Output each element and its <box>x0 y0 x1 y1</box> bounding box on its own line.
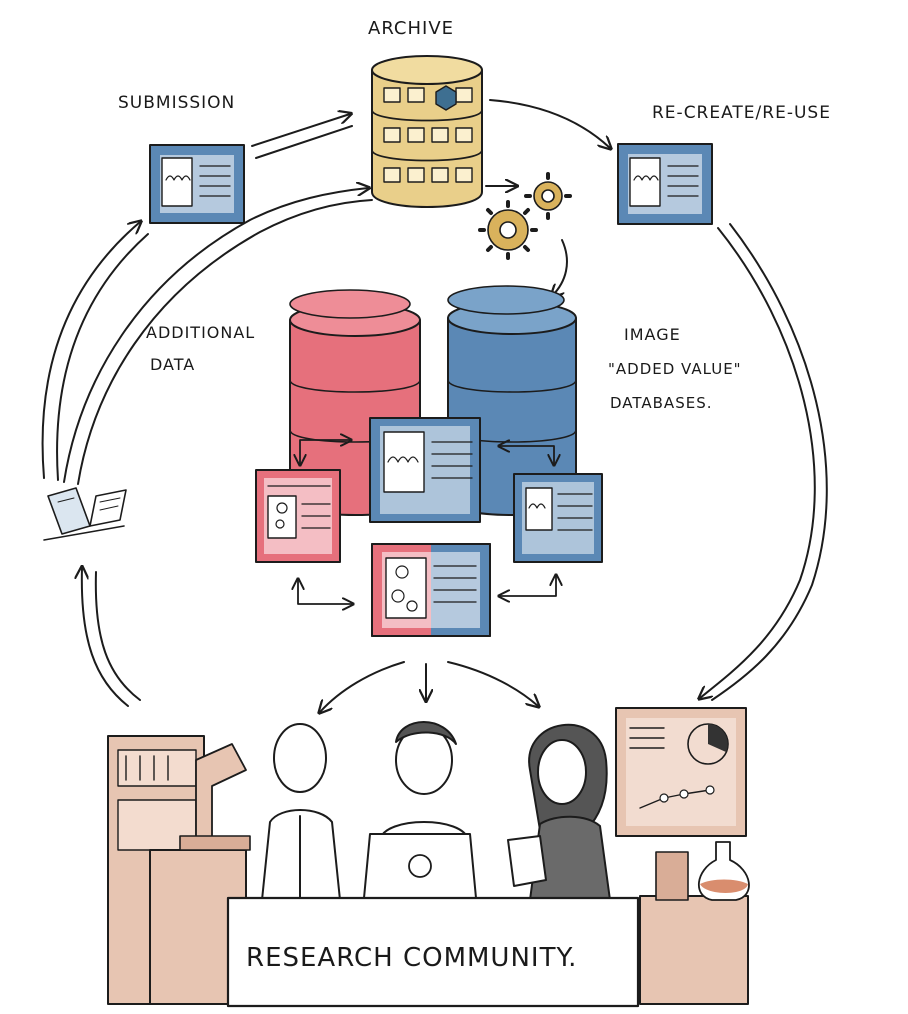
bottom-combined-document <box>371 543 491 637</box>
archive-database-icon <box>371 55 483 208</box>
presentation-board <box>615 707 747 837</box>
additional-data-label-line2: DATA <box>150 355 195 374</box>
archive-label: ARCHIVE <box>368 18 454 39</box>
researcher-right <box>507 723 611 901</box>
submission-document <box>149 144 245 224</box>
reuse-document <box>617 143 713 225</box>
submission-label: SUBMISSION <box>118 93 235 113</box>
open-book-icon <box>43 487 127 541</box>
arrow-submission-to-archive <box>251 114 350 147</box>
cycle-arrows <box>41 99 828 707</box>
exchange-arrows <box>298 440 556 604</box>
additional-data-label-line1: ADDITIONAL <box>146 323 255 342</box>
image-db-label-line3: DATABASES. <box>610 394 712 412</box>
research-community-label: RESEARCH COMMUNITY. <box>246 943 577 973</box>
researcher-left <box>261 723 341 901</box>
lab-bench-right <box>639 851 749 1005</box>
image-db-label-line2: "ADDED VALUE" <box>608 360 742 378</box>
right-blue-document <box>513 473 603 563</box>
reuse-label: RE-CREATE/RE-USE <box>652 103 831 123</box>
left-red-document <box>255 469 341 563</box>
researcher-center <box>379 721 469 841</box>
microscope-icon <box>179 743 251 851</box>
arrow-archive-to-reuse <box>489 99 610 148</box>
arrow-book-to-submission <box>41 222 140 479</box>
laptop-icon <box>363 833 477 899</box>
lab-cabinet <box>107 735 247 1005</box>
flask-icon <box>697 841 750 901</box>
distribution-arrows <box>320 661 538 712</box>
image-db-label-line1: IMAGE <box>624 325 681 344</box>
arrow-reuse-to-community <box>700 227 816 698</box>
center-blue-document <box>369 417 481 523</box>
arrow-community-to-archive <box>63 188 368 483</box>
arrow-community-to-book <box>82 568 129 707</box>
research-community-desk <box>226 896 640 1008</box>
gears-icon <box>478 172 572 260</box>
